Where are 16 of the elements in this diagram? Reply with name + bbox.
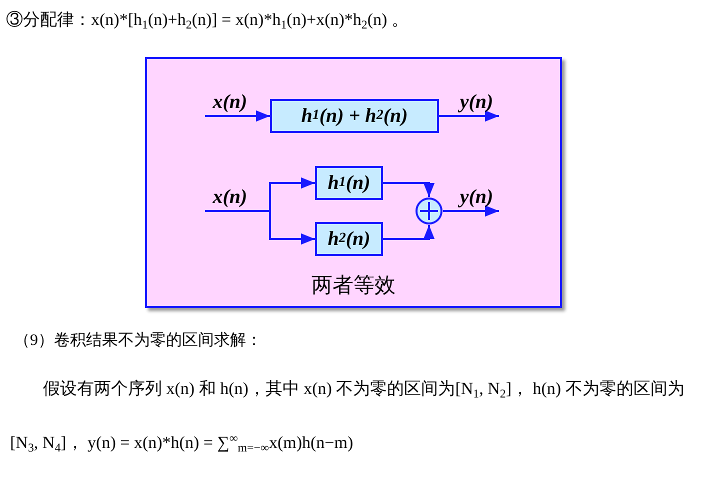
adder-icon	[415, 197, 443, 225]
section-heading: （9）卷积结果不为零的区间求解：	[14, 330, 263, 351]
signal-label: y(n)	[454, 88, 499, 116]
signal-label: x(n)	[205, 88, 255, 116]
arrow	[383, 225, 435, 240]
signal-label: y(n)	[454, 183, 499, 211]
formula-heading: ③分配律：x(n)*[h$_{1}$(n)+h$_{2}$(n)] = x(n)*h$_{1}$(n)+x(n)*h$_{2}$(n) 。	[6, 9, 410, 31]
arrow	[439, 110, 499, 122]
signal-label: x(n)	[205, 183, 255, 211]
arrow	[205, 210, 315, 245]
panel-caption: 两者等效	[310, 272, 396, 299]
diagram-panel	[145, 57, 562, 308]
arrow	[383, 182, 435, 197]
arrow	[205, 110, 270, 122]
arrow	[443, 205, 499, 217]
paragraph: 假设有两个序列 x(n) 和 h(n)，其中 x(n) 不为零的区间为[N$_{1}$, N$_{2}$]， h(n) 不为零的区间为[N$_{3}$, N$_{4}$]， y(n) = x(n)*h(n) = ∑$^{∞}$$_{m=−∞}$x(m)h(n−m)	[10, 378, 686, 457]
